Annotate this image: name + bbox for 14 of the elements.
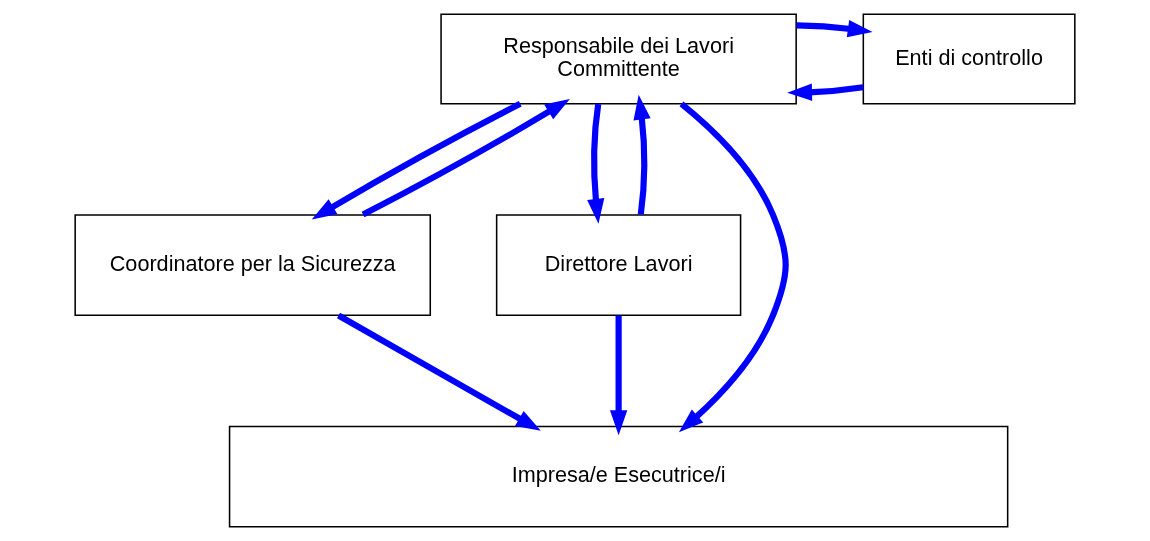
node-box: Enti di controllo: [862, 13, 1076, 105]
node-box: Coordinatore per la Sicurezza: [74, 214, 432, 317]
arrow: [796, 20, 873, 38]
arrow: [678, 101, 789, 433]
arrow: [787, 83, 864, 101]
node-box: Responsabile dei Lavori Committente: [440, 13, 797, 105]
arrow: [337, 312, 541, 431]
node-box: Impresa/e Esecutrice/i: [228, 425, 1009, 528]
arrow: [587, 103, 605, 224]
arrow: [633, 94, 651, 215]
arrow: [609, 315, 628, 436]
arrow: [311, 101, 522, 220]
arrow: [361, 99, 570, 218]
node-box: Direttore Lavori: [495, 214, 742, 317]
